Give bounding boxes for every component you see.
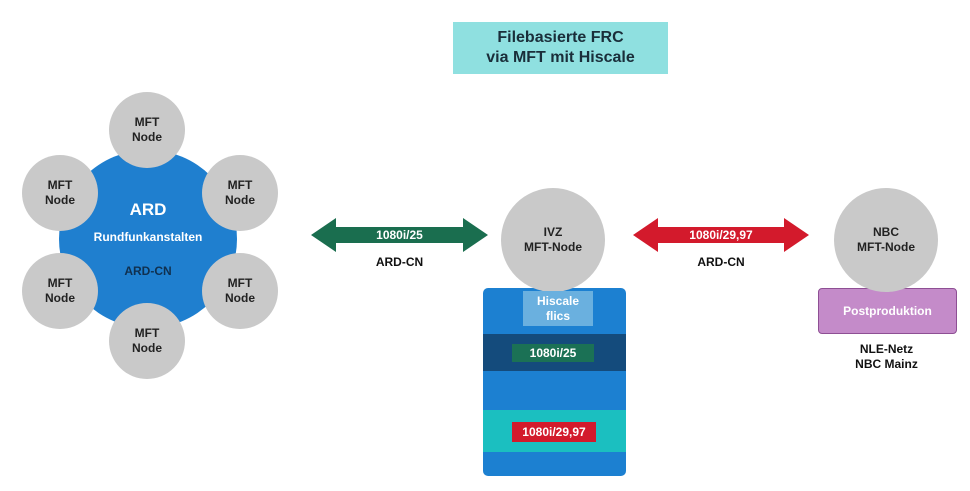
ard-title: ARD [129, 200, 167, 219]
diagram-title: Filebasierte FRC via MFT mit Hiscale [453, 22, 668, 74]
ard-network: ARD-CN [124, 264, 172, 278]
output-format-chip: 1080i/29,97 [512, 422, 596, 442]
ivz-line2: MFT-Node [524, 240, 582, 254]
nbc-line2: MFT-Node [857, 240, 915, 254]
left-double-arrow [311, 218, 488, 252]
node-label-line1: MFT [47, 178, 73, 192]
hiscale-label-line2: flics [545, 308, 570, 323]
right-link-format: 1080i/29,97 [689, 228, 753, 242]
node-label-line2: Node [132, 341, 162, 355]
mft-node-top: MFT Node [109, 92, 185, 168]
node-label-line1: MFT [227, 178, 253, 192]
right-double-arrow [633, 218, 809, 252]
nle-line2: NBC Mainz [855, 357, 918, 371]
ivz-mft-node: IVZ MFT-Node [501, 188, 605, 292]
left-link-format: 1080i/25 [376, 228, 423, 242]
input-format-chip: 1080i/25 [512, 344, 594, 362]
node-label-line1: MFT [227, 276, 253, 290]
node-label-line2: Node [225, 193, 255, 207]
title-line-2: via MFT mit Hiscale [486, 49, 635, 66]
hiscale-label-line1: Hiscale [536, 293, 580, 308]
mft-node-upper-left: MFT Node [22, 155, 98, 231]
nbc-mft-node: NBC MFT-Node [834, 188, 938, 292]
nle-line1: NLE-Netz [859, 342, 914, 356]
node-label-line2: Node [45, 193, 75, 207]
nbc-line1: NBC [873, 225, 899, 239]
node-label-line2: Node [132, 130, 162, 144]
node-label-line2: Node [225, 291, 255, 305]
node-label-line2: Node [45, 291, 75, 305]
mft-node-lower-left: MFT Node [22, 253, 98, 329]
node-label-line1: MFT [134, 326, 160, 340]
node-label-line1: MFT [134, 115, 160, 129]
title-line-1: Filebasierte FRC [497, 29, 624, 46]
hiscale-label: Hiscale flics [523, 291, 593, 326]
mft-node-upper-right: MFT Node [202, 155, 278, 231]
postproduktion-box: Postproduktion [818, 288, 957, 334]
node-label-line1: MFT [47, 276, 73, 290]
mft-node-lower-right: MFT Node [202, 253, 278, 329]
ard-subtitle: Rundfunkanstalten [93, 230, 203, 244]
right-link-network: ARD-CN [697, 255, 745, 269]
nle-network-text: NLE-Netz NBC Mainz [818, 342, 955, 372]
left-link-network: ARD-CN [375, 255, 424, 269]
ivz-line1: IVZ [543, 225, 563, 239]
mft-node-bottom: MFT Node [109, 303, 185, 379]
